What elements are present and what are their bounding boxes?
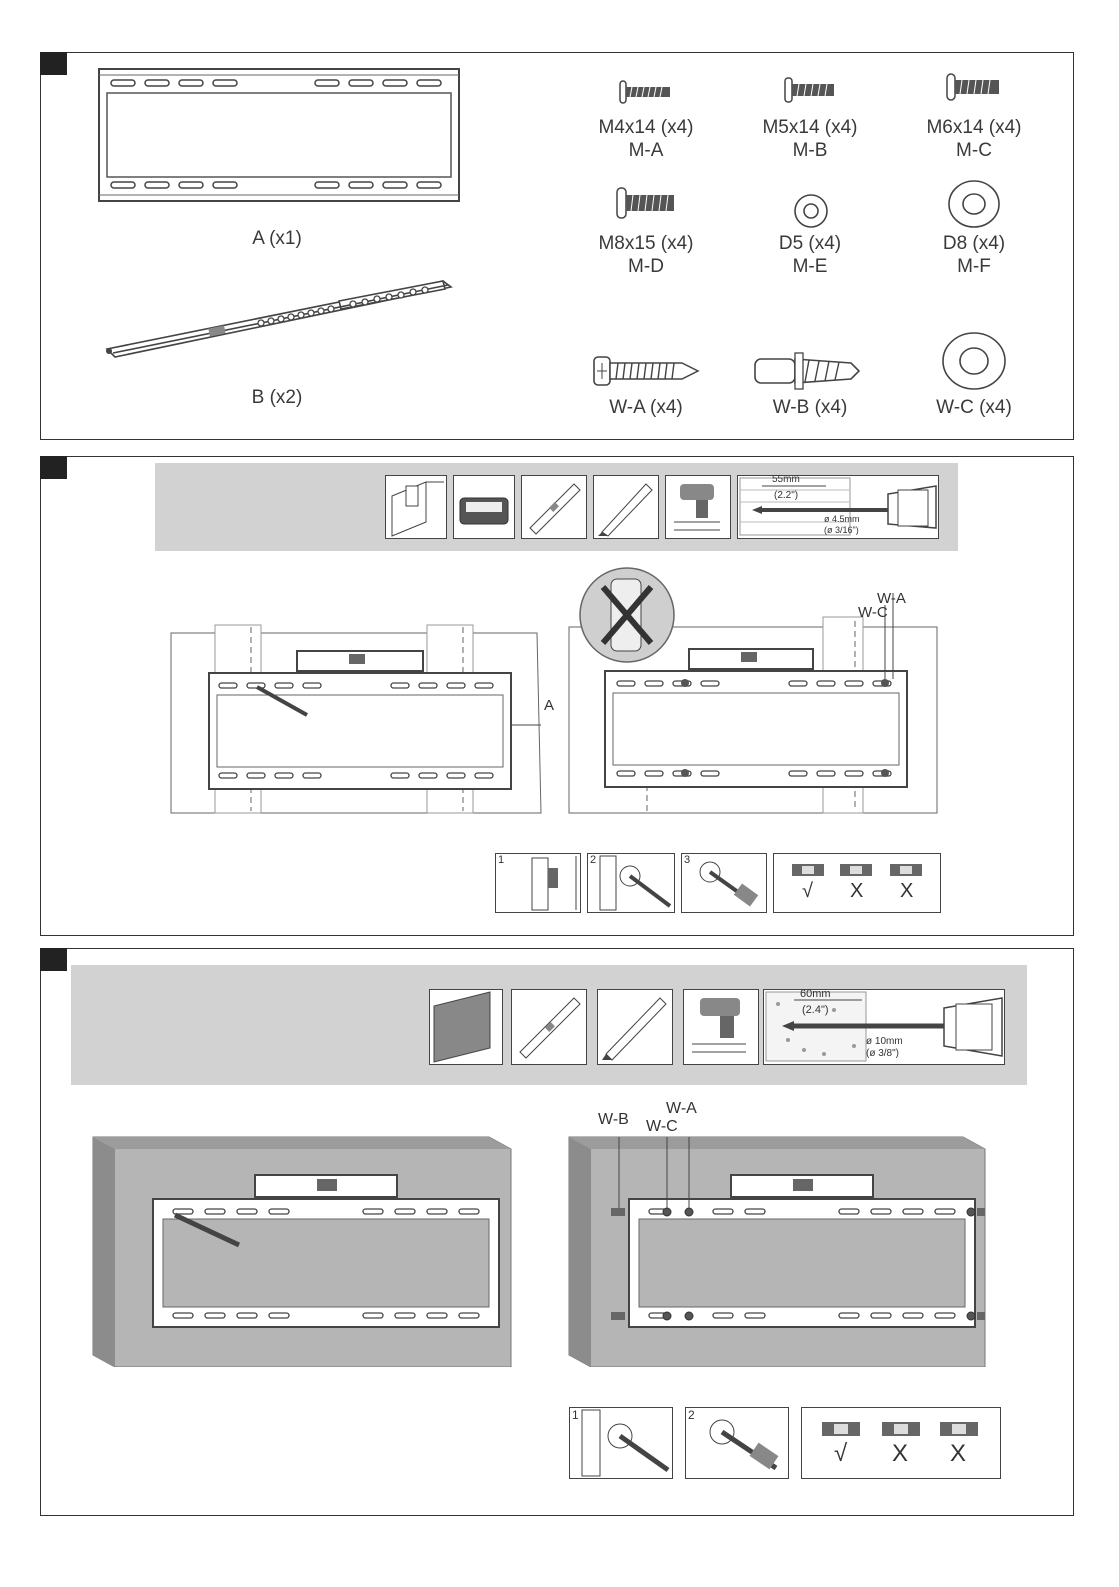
- concrete-panel: 60mm (2.4") ø 10mm (ø 3/8"): [40, 948, 1074, 1516]
- step-marker: [40, 948, 67, 971]
- wood-step-1: 1: [495, 853, 581, 913]
- level-tool: [521, 475, 587, 539]
- screw-m-a-icon: [616, 77, 676, 107]
- bracket-a-callout: A: [544, 697, 554, 714]
- level-bad-mark: X: [892, 1440, 908, 1468]
- level-bad-mark: X: [900, 880, 913, 903]
- concrete-step-1: 1: [569, 1407, 673, 1479]
- level-tool: [511, 989, 587, 1065]
- part-m-e-code: M-E: [749, 255, 871, 278]
- level-bad-mark: X: [850, 880, 863, 903]
- drill-diameter-label: ø 10mm: [866, 1036, 903, 1047]
- wood-step-3: 3: [681, 853, 767, 913]
- wall-plate-illustration: [97, 67, 463, 207]
- drill-depth-diagram: 60mm (2.4") ø 10mm (ø 3/8"): [763, 989, 1005, 1065]
- drill-diameter-inch: (ø 3/8"): [866, 1048, 899, 1059]
- drill-tool: [665, 475, 731, 539]
- w-a-callout: W-A: [666, 1100, 697, 1118]
- wood-stud-panel: 55mm (2.2") ø 4.5mm (ø 3/16") A: [40, 456, 1074, 936]
- part-m-b-size: M5x14 (x4): [749, 116, 871, 139]
- washer-m-f-icon: [947, 179, 1001, 229]
- concrete-level-check: √ X X: [801, 1407, 1001, 1479]
- drill-diameter-label: ø 4.5mm: [824, 514, 860, 524]
- w-c-callout: W-C: [646, 1118, 678, 1136]
- drill-depth-inch: (2.4"): [802, 1004, 829, 1016]
- part-m-b-code: M-B: [749, 139, 871, 162]
- concrete-fasten-illustration: [567, 1135, 987, 1367]
- part-m-e-size: D5 (x4): [749, 232, 871, 255]
- w-c-callout: W-C: [858, 604, 888, 621]
- concrete-mark-holes-illustration: [91, 1135, 515, 1367]
- washer-w-c-icon: [941, 331, 1007, 391]
- bracket-label: A (x1): [227, 227, 327, 250]
- part-m-f-code: M-F: [913, 255, 1035, 278]
- drill-diameter-inch: (ø 3/16"): [824, 525, 859, 535]
- wood-screw-w-a-icon: [590, 353, 702, 389]
- concrete-wall-tool: [429, 989, 503, 1065]
- drill-depth-diagram: 55mm (2.2") ø 4.5mm (ø 3/16"): [737, 475, 939, 539]
- drill-tool: [683, 989, 759, 1065]
- pencil-tool: [593, 475, 659, 539]
- screw-m-b-icon: [781, 75, 841, 105]
- part-m-d-size: M8x15 (x4): [585, 232, 707, 255]
- wood-level-check: √ X X: [773, 853, 941, 913]
- screw-m-c-icon: [943, 71, 1005, 103]
- arm-label: B (x2): [227, 386, 327, 409]
- concrete-step-2: 2: [685, 1407, 789, 1479]
- part-m-a-code: M-A: [585, 139, 707, 162]
- drill-depth-label: 60mm: [800, 988, 831, 1000]
- stud-finder-tool: [453, 475, 515, 539]
- part-m-d-code: M-D: [585, 255, 707, 278]
- drill-depth-inch: (2.2"): [774, 490, 798, 501]
- step-marker: [40, 456, 67, 479]
- part-w-b-size: W-B (x4): [749, 396, 871, 419]
- screw-m-d-icon: [613, 185, 679, 221]
- drill-depth-label: 55mm: [772, 474, 800, 485]
- w-b-callout: W-B: [598, 1111, 629, 1129]
- pencil-tool: [597, 989, 673, 1065]
- part-m-c-size: M6x14 (x4): [913, 116, 1035, 139]
- level-bad-mark: X: [950, 1440, 966, 1468]
- part-w-a-size: W-A (x4): [585, 396, 707, 419]
- wood-step-2: 2: [587, 853, 675, 913]
- wood-mark-holes-illustration: [169, 621, 559, 817]
- part-w-c-size: W-C (x4): [913, 396, 1035, 419]
- part-m-c-code: M-C: [913, 139, 1035, 162]
- anchor-w-b-icon: [751, 351, 863, 391]
- parts-panel: A (x1) B (x2) M4x14 (x4) M-A M5: [40, 52, 1074, 440]
- part-m-f-size: D8 (x4): [913, 232, 1035, 255]
- step-marker: [40, 52, 67, 75]
- stud-tool: [385, 475, 447, 539]
- arm-illustration: [103, 271, 455, 359]
- washer-m-e-icon: [793, 193, 829, 229]
- level-ok-mark: √: [834, 1440, 847, 1468]
- part-m-a-size: M4x14 (x4): [585, 116, 707, 139]
- level-ok-mark: √: [802, 880, 813, 903]
